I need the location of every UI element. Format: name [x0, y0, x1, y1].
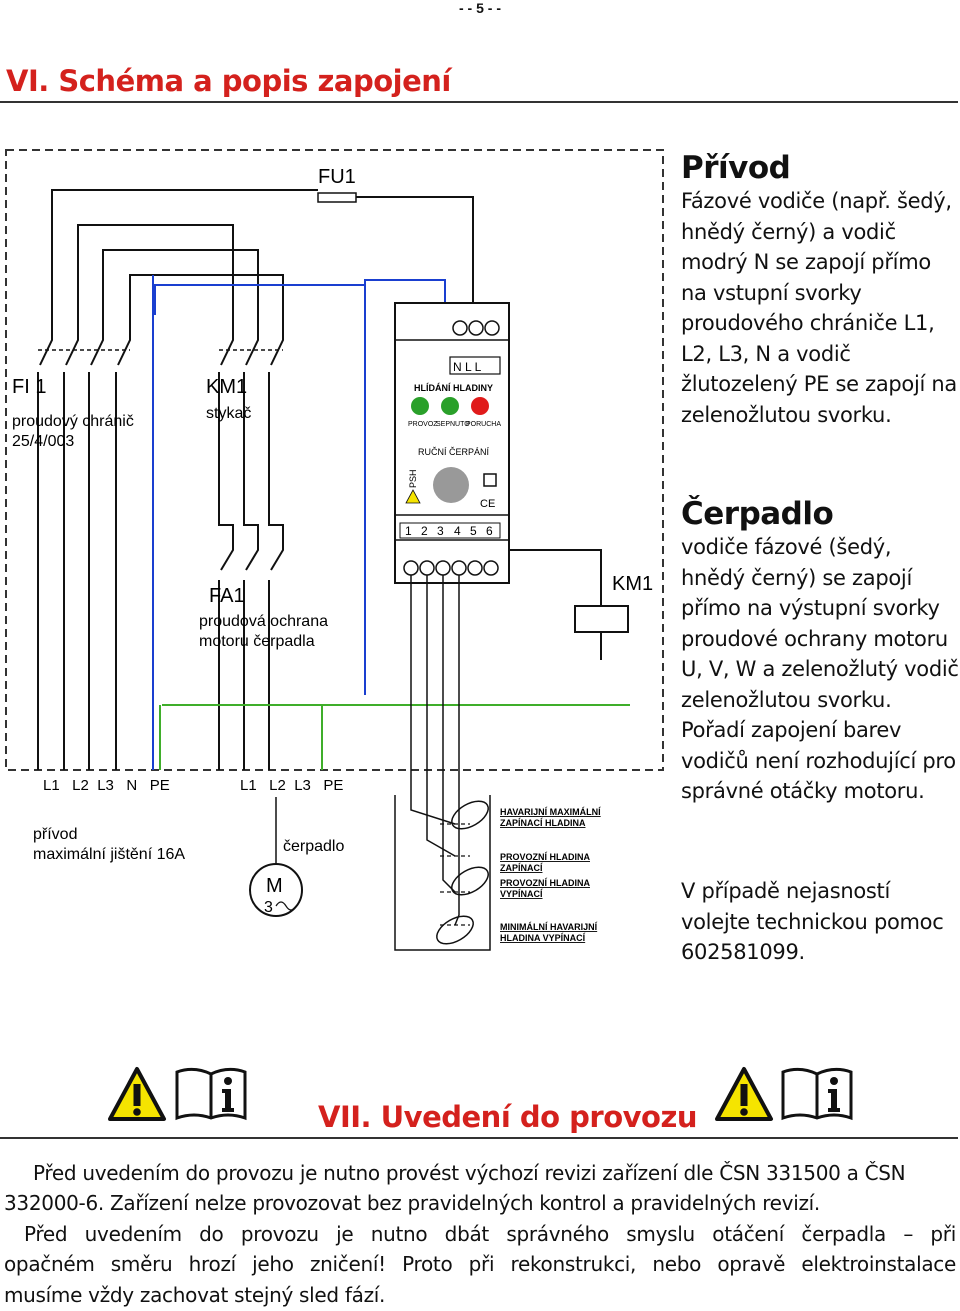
unit-terminals-top: N L L — [453, 360, 482, 374]
paragraph-revize-line-1: Před uvedením do provozu je nutno provés… — [33, 1161, 906, 1185]
warning-icon — [108, 1067, 166, 1121]
fa1-desc-2: motoru čerpadla — [199, 633, 315, 650]
level-3-l2: VYPÍNACÍ — [500, 889, 543, 899]
manual-info-icon — [175, 1067, 247, 1121]
unit-terminal-numbers: 1 2 3 4 5 6 — [399, 522, 501, 539]
level-2-l2: ZAPÍNACÍ — [500, 863, 543, 873]
svg-text:5: 5 — [470, 524, 477, 538]
prívod-title: Přívod — [681, 150, 791, 186]
fi1-desc-2: 25/4/003 — [12, 433, 74, 450]
km1-coil — [574, 605, 629, 633]
supply-desc-2: maximální jištění 16A — [33, 846, 185, 863]
prívod-text: Fázové vodiče (např. šedý, hnědý černý) … — [681, 189, 957, 427]
paragraph-otaceni-line-2: opačném směru hrozí jeho zničení! Proto … — [4, 1252, 956, 1276]
level-4-l1: MINIMÁLNÍ HAVARIJNÍ — [500, 922, 598, 932]
prívod-block: Přívod Fázové vodiče (např. šedý, hnědý … — [681, 150, 960, 430]
svg-text:1: 1 — [405, 524, 412, 538]
fa1-desc-1: proudová ochrana — [199, 613, 328, 630]
fi1-contacts — [37, 325, 131, 510]
help-text: V případě nejasností volejte technickou … — [681, 879, 944, 964]
level-4-l2: HLADINA VYPÍNACÍ — [500, 933, 586, 943]
warning-icon — [715, 1067, 773, 1121]
km1-desc: stykač — [206, 405, 251, 422]
paragraph-otaceni-line-1: Před uvedením do provozu je nutno dbát s… — [24, 1222, 956, 1246]
level-1-l1: HAVARIJNÍ MAXIMÁLNÍ — [500, 807, 601, 817]
supply-terminals: L1 L2 L3 N PE — [43, 777, 170, 794]
unit-manual-label: RUČNÍ ČERPÁNÍ — [418, 447, 490, 457]
svg-text:4: 4 — [454, 524, 461, 538]
enclosure-border — [5, 149, 664, 771]
pump-label: čerpadlo — [283, 838, 344, 855]
level-relay-unit — [394, 302, 510, 584]
unit-title: HLÍDÁNÍ HLADINY — [414, 383, 493, 393]
motor-letter: M — [266, 875, 283, 897]
tank — [394, 795, 491, 951]
led-sepnuto — [441, 397, 459, 415]
small-warning-icon — [405, 489, 421, 504]
page-number: - - 5 - - — [459, 0, 501, 16]
level-2-l1: PROVOZNÍ HLADINA — [500, 852, 591, 862]
km1-coil-label: KM1 — [612, 573, 653, 595]
section-title-schema: VI. Schéma a popis zapojení — [6, 64, 451, 98]
heading-rule — [0, 101, 958, 103]
svg-text:6: 6 — [486, 524, 493, 538]
paragraph-otaceni-line-3: musíme vždy zachovat stejný sled fází. — [4, 1283, 386, 1307]
pe-wire — [159, 704, 630, 770]
motor-phase: 3 — [264, 899, 273, 916]
supply-desc-1: přívod — [33, 826, 77, 843]
level-3-l1: PROVOZNÍ HLADINA — [500, 878, 591, 888]
section-rule — [0, 1137, 958, 1139]
svg-text:2: 2 — [421, 524, 428, 538]
fa1-label: FA1 — [209, 585, 245, 607]
led-label-provoz: PROVOZ — [408, 421, 438, 428]
svg-text:3: 3 — [437, 524, 444, 538]
fa1-contacts — [218, 540, 284, 770]
km1-contacts — [218, 325, 284, 540]
double-insulation-icon — [483, 473, 497, 487]
fi1-desc-1: proudový chránič — [12, 413, 134, 430]
cerpadlo-block: Čerpadlo vodiče fázové (šedý, hnědý čern… — [681, 496, 960, 807]
led-provoz — [411, 397, 429, 415]
led-label-porucha: PORUCHA — [466, 421, 501, 428]
paragraph-revize-line-2: 332000-6. Zařízení nelze provozovat bez … — [4, 1191, 820, 1215]
motor-terminals: L1 L2 L3 PE — [240, 777, 343, 794]
unit-ce: CE — [480, 498, 495, 510]
led-label-sepnuto: SEPNUTO — [436, 421, 470, 428]
fi1-label: FI 1 — [12, 376, 46, 398]
km1-label: KM1 — [206, 376, 247, 398]
cerpadlo-text: vodiče fázové (šedý, hnědý černý) se zap… — [681, 535, 959, 803]
unit-psh: PSH — [408, 469, 418, 488]
wiring-diagram: FU1 FI 1 proudový chránič 25/4/003 KM1 s… — [5, 149, 664, 951]
led-porucha — [471, 397, 489, 415]
fuse-fu1 — [317, 192, 357, 203]
fu1-label: FU1 — [318, 166, 356, 188]
level-1-l2: ZAPÍNACÍ HLADINA — [500, 818, 586, 828]
motor-symbol — [249, 863, 303, 917]
manual-pump-button[interactable] — [433, 467, 469, 503]
manual-info-icon — [781, 1067, 853, 1121]
section-title-provoz: VII. Uvedení do provozu — [318, 1100, 697, 1134]
cerpadlo-title: Čerpadlo — [681, 496, 834, 532]
